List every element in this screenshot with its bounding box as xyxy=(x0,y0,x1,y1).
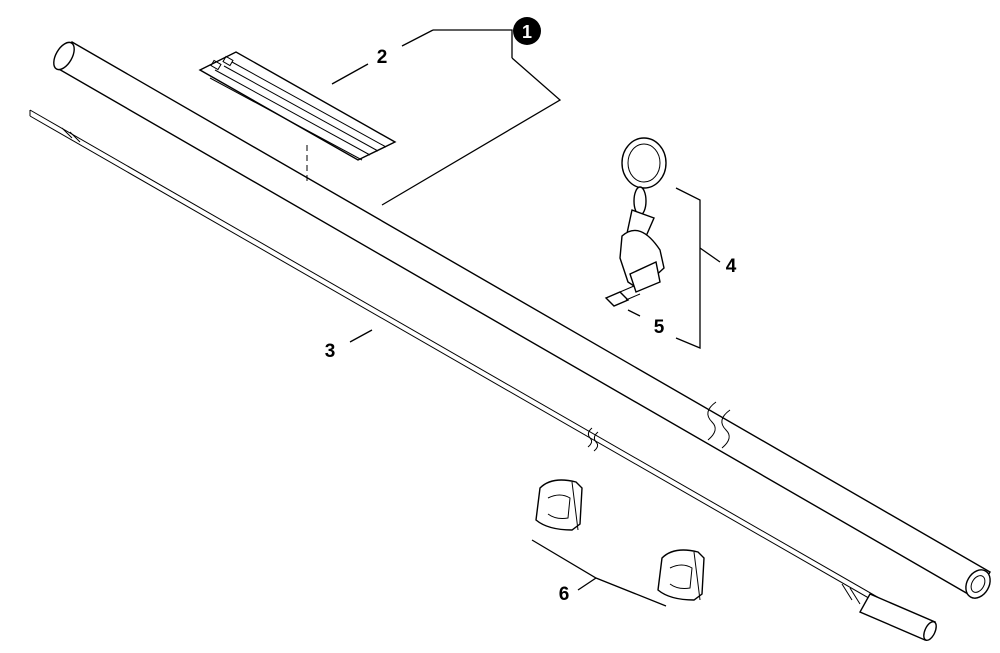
label-4: 4 xyxy=(726,256,737,277)
label-6: 6 xyxy=(559,584,570,605)
label-5: 5 xyxy=(654,317,665,338)
drive-shaft xyxy=(29,109,937,642)
leader-lines-4-5 xyxy=(627,187,721,349)
callout-1-number: 1 xyxy=(522,22,532,42)
clip-lower xyxy=(657,549,705,601)
clip-upper xyxy=(535,479,583,531)
label-3: 3 xyxy=(325,341,336,362)
shaft-clips xyxy=(535,479,705,601)
label-2: 2 xyxy=(377,47,388,68)
hanger-assembly xyxy=(604,137,667,307)
leader-lines-1-2 xyxy=(331,29,562,206)
warning-decal xyxy=(198,51,397,185)
main-tube xyxy=(53,41,991,599)
callout-1: 1 xyxy=(513,17,541,45)
leader-lines-3-6 xyxy=(349,329,667,607)
